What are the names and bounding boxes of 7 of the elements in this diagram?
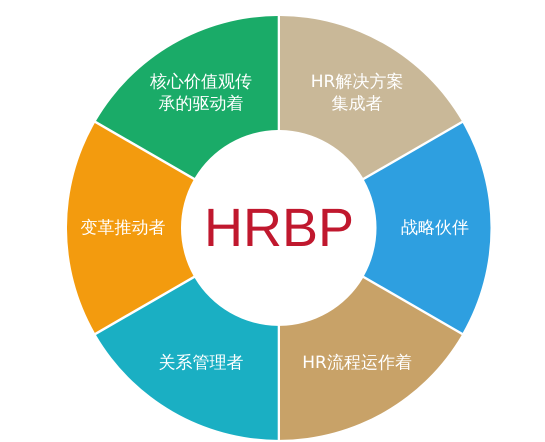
segment-label: 战略伙伴 — [400, 216, 470, 239]
segment-label: 变革推动者 — [80, 216, 166, 239]
segment-label: HR解决方案集成者 — [310, 70, 404, 115]
segment-label: HR流程运作着 — [301, 352, 413, 374]
segment-label: 核心价值观传承的驱动着 — [148, 70, 253, 115]
segment-label: 关系管理者 — [157, 352, 244, 374]
center-label: HRBP — [204, 199, 354, 257]
